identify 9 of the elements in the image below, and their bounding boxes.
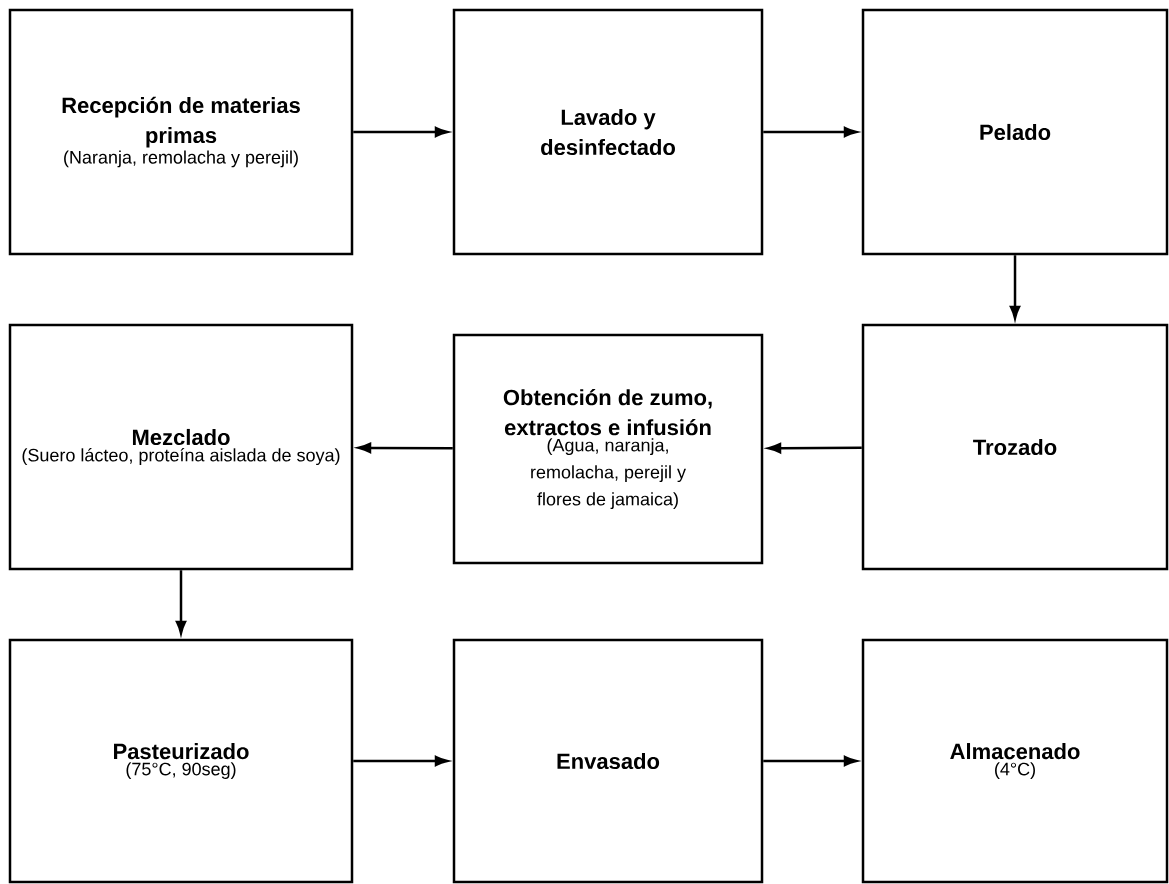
- process-box: Pelado: [861, 8, 1169, 256]
- process-box: Mezclado (Suero lácteo, proteína aislada de soya): [8, 323, 354, 571]
- process-box: Lavado y desinfectado: [452, 8, 764, 256]
- process-box: Trozado: [861, 323, 1169, 571]
- process-box: Almacenado (4°C): [861, 638, 1169, 884]
- process-box: Recepción de materias primas (Naranja, remolacha y perejil): [8, 8, 354, 256]
- process-box: Obtención de zumo, extractos e infusión (Agua, naranja, remolacha, perejil y flores de jamaica): [452, 333, 764, 565]
- process-box: Pasteurizado (75°C, 90seg): [8, 638, 354, 884]
- process-box: Envasado: [452, 638, 764, 884]
